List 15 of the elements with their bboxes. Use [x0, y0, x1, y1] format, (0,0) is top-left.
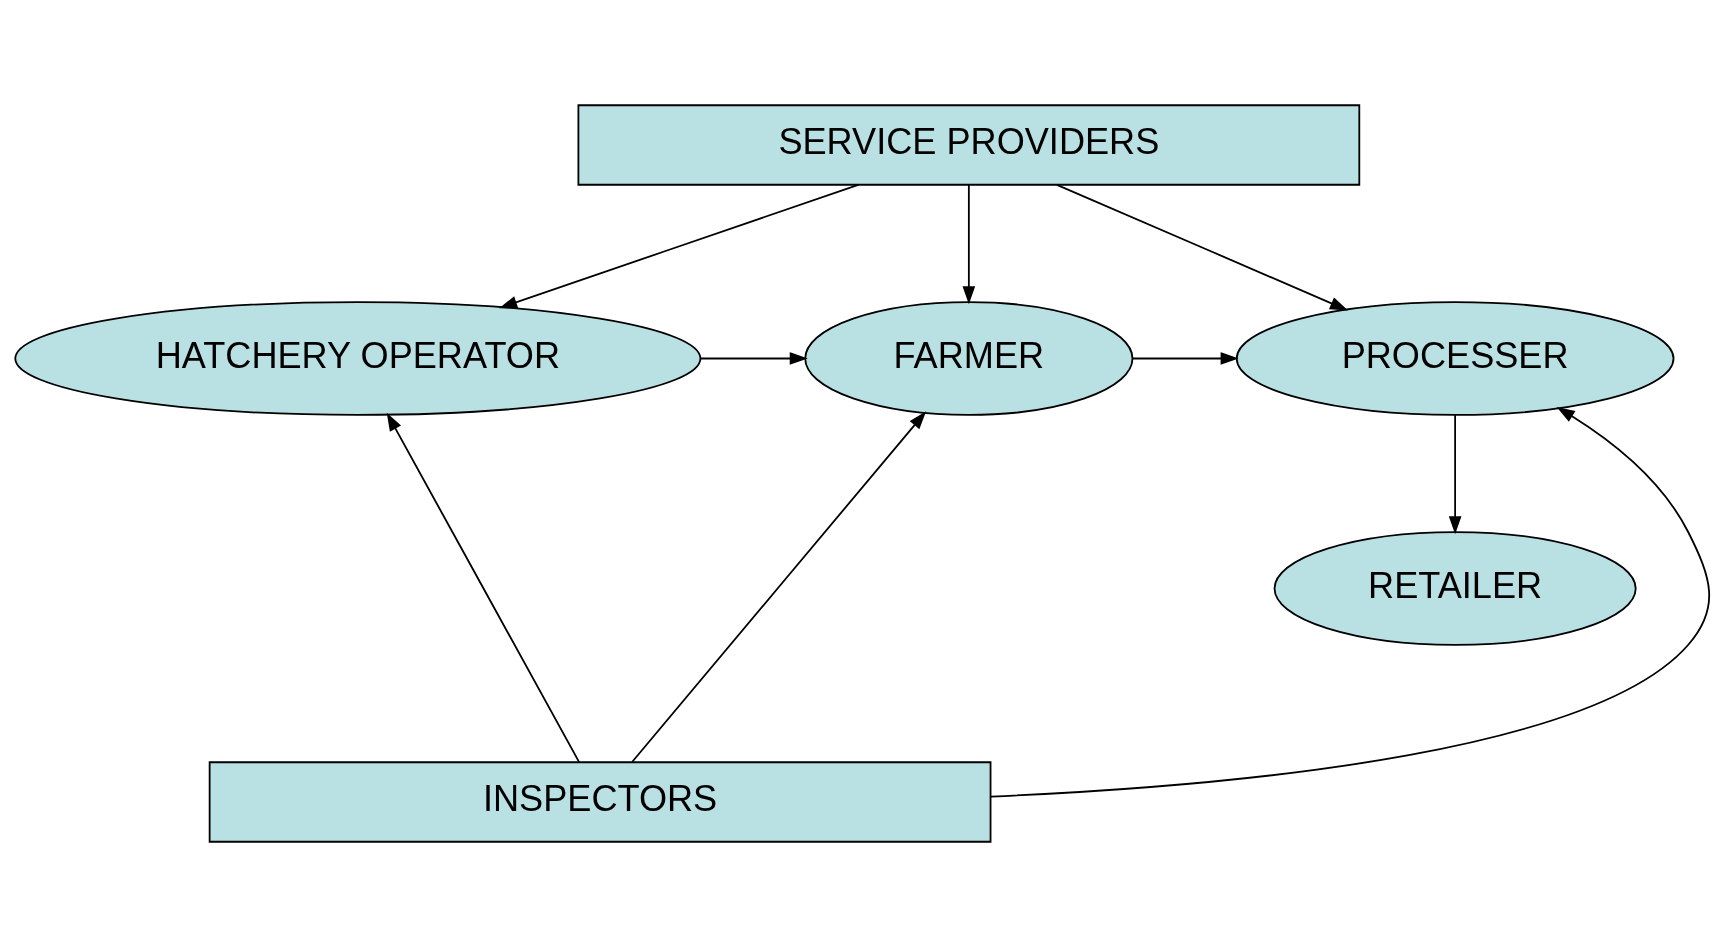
node-ellipse: HATCHERY OPERATOR — [14, 300, 702, 416]
node-box: SERVICE PROVIDERS — [577, 103, 1361, 186]
arrow — [1056, 183, 1349, 310]
node-ellipse: FARMER — [804, 300, 1134, 416]
arrow — [990, 406, 1710, 797]
arrow — [962, 183, 976, 304]
node-ellipse: RETAILER — [1273, 530, 1637, 646]
arrow — [1131, 351, 1239, 365]
arrow — [499, 183, 860, 308]
arrow — [1448, 413, 1462, 534]
arrow — [631, 410, 927, 763]
arrow — [700, 351, 808, 365]
arrow — [386, 412, 581, 763]
node-ellipse: PROCESSER — [1235, 300, 1675, 416]
node-box: INSPECTORS — [208, 760, 992, 843]
